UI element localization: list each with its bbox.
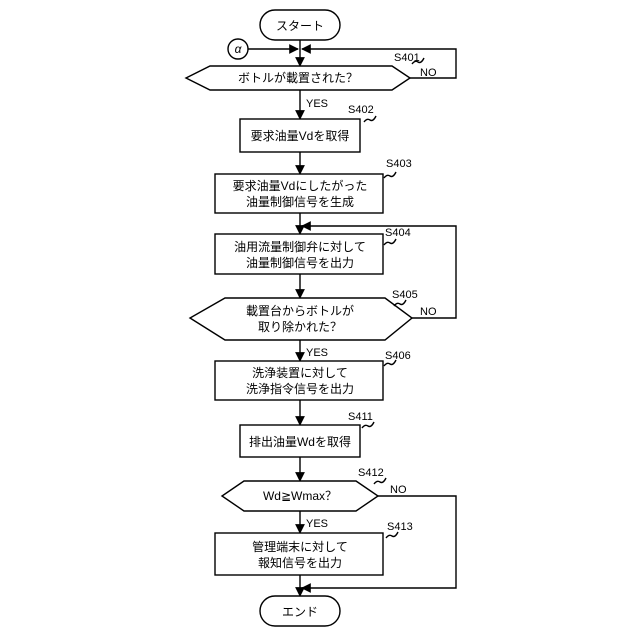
step-s405-decision: 載置台からボトルが 取り除かれた？ xyxy=(190,298,412,340)
end-terminal: エンド xyxy=(260,596,340,626)
s403-text-line1: 要求油量Vdにしたがった xyxy=(233,178,368,193)
s405-text-line2: 取り除かれた？ xyxy=(258,319,342,334)
s412-text: Wd≧Wmax？ xyxy=(263,489,337,503)
s403-leader xyxy=(384,172,396,178)
s403-text-line2: 油量制御信号を生成 xyxy=(246,194,354,209)
step-s413-process: 管理端末に対して 報知信号を出力 xyxy=(215,533,383,575)
s402-leader xyxy=(364,116,376,122)
s412-no-label: NO xyxy=(390,484,407,496)
s401-step-id: S401 xyxy=(394,52,420,64)
s401-yes-label: YES xyxy=(306,98,328,110)
s405-step-id: S405 xyxy=(392,289,418,301)
s411-text: 排出油量Wdを取得 xyxy=(249,434,351,449)
s405-yes-label: YES xyxy=(306,347,328,359)
s401-text: ボトルが載置された？ xyxy=(238,70,358,85)
s413-text-line2: 報知信号を出力 xyxy=(258,556,342,570)
s404-text-line2: 油量制御信号を出力 xyxy=(246,255,354,270)
connector-alpha: α xyxy=(228,39,248,59)
connector-label: α xyxy=(235,42,243,56)
start-terminal: スタート xyxy=(260,10,340,40)
step-s402-process: 要求油量Vdを取得 xyxy=(240,119,360,152)
s405-text-line1: 載置台からボトルが xyxy=(246,303,354,318)
step-s403-process: 要求油量Vdにしたがった 油量制御信号を生成 xyxy=(215,174,383,213)
s401-no-label: NO xyxy=(420,67,437,79)
s406-step-id: S406 xyxy=(385,350,411,362)
s413-text-line1: 管理端末に対して xyxy=(252,539,348,554)
step-s401-decision: ボトルが載置された？ xyxy=(186,66,410,90)
s404-step-id: S404 xyxy=(385,227,411,239)
s405-no-label: NO xyxy=(420,306,437,318)
s406-text-line1: 洗浄装置に対して xyxy=(252,366,348,380)
s412-yes-label: YES xyxy=(306,518,328,530)
s402-step-id: S402 xyxy=(348,104,374,116)
end-label: エンド xyxy=(282,605,318,619)
s403-step-id: S403 xyxy=(386,158,412,170)
step-s411-process: 排出油量Wdを取得 xyxy=(240,425,360,457)
s411-step-id: S411 xyxy=(348,411,373,423)
step-s412-decision: Wd≧Wmax？ xyxy=(222,481,378,511)
step-s404-process: 油用流量制御弁に対して 油量制御信号を出力 xyxy=(215,234,383,274)
step-s406-process: 洗浄装置に対して 洗浄指令信号を出力 xyxy=(215,361,383,400)
start-label: スタート xyxy=(276,19,324,33)
s404-leader xyxy=(384,239,396,245)
s404-text-line1: 油用流量制御弁に対して xyxy=(234,239,366,254)
s402-text: 要求油量Vdを取得 xyxy=(251,128,350,143)
s413-step-id: S413 xyxy=(387,521,413,533)
s412-step-id: S412 xyxy=(358,467,384,479)
s406-text-line2: 洗浄指令信号を出力 xyxy=(246,381,354,396)
